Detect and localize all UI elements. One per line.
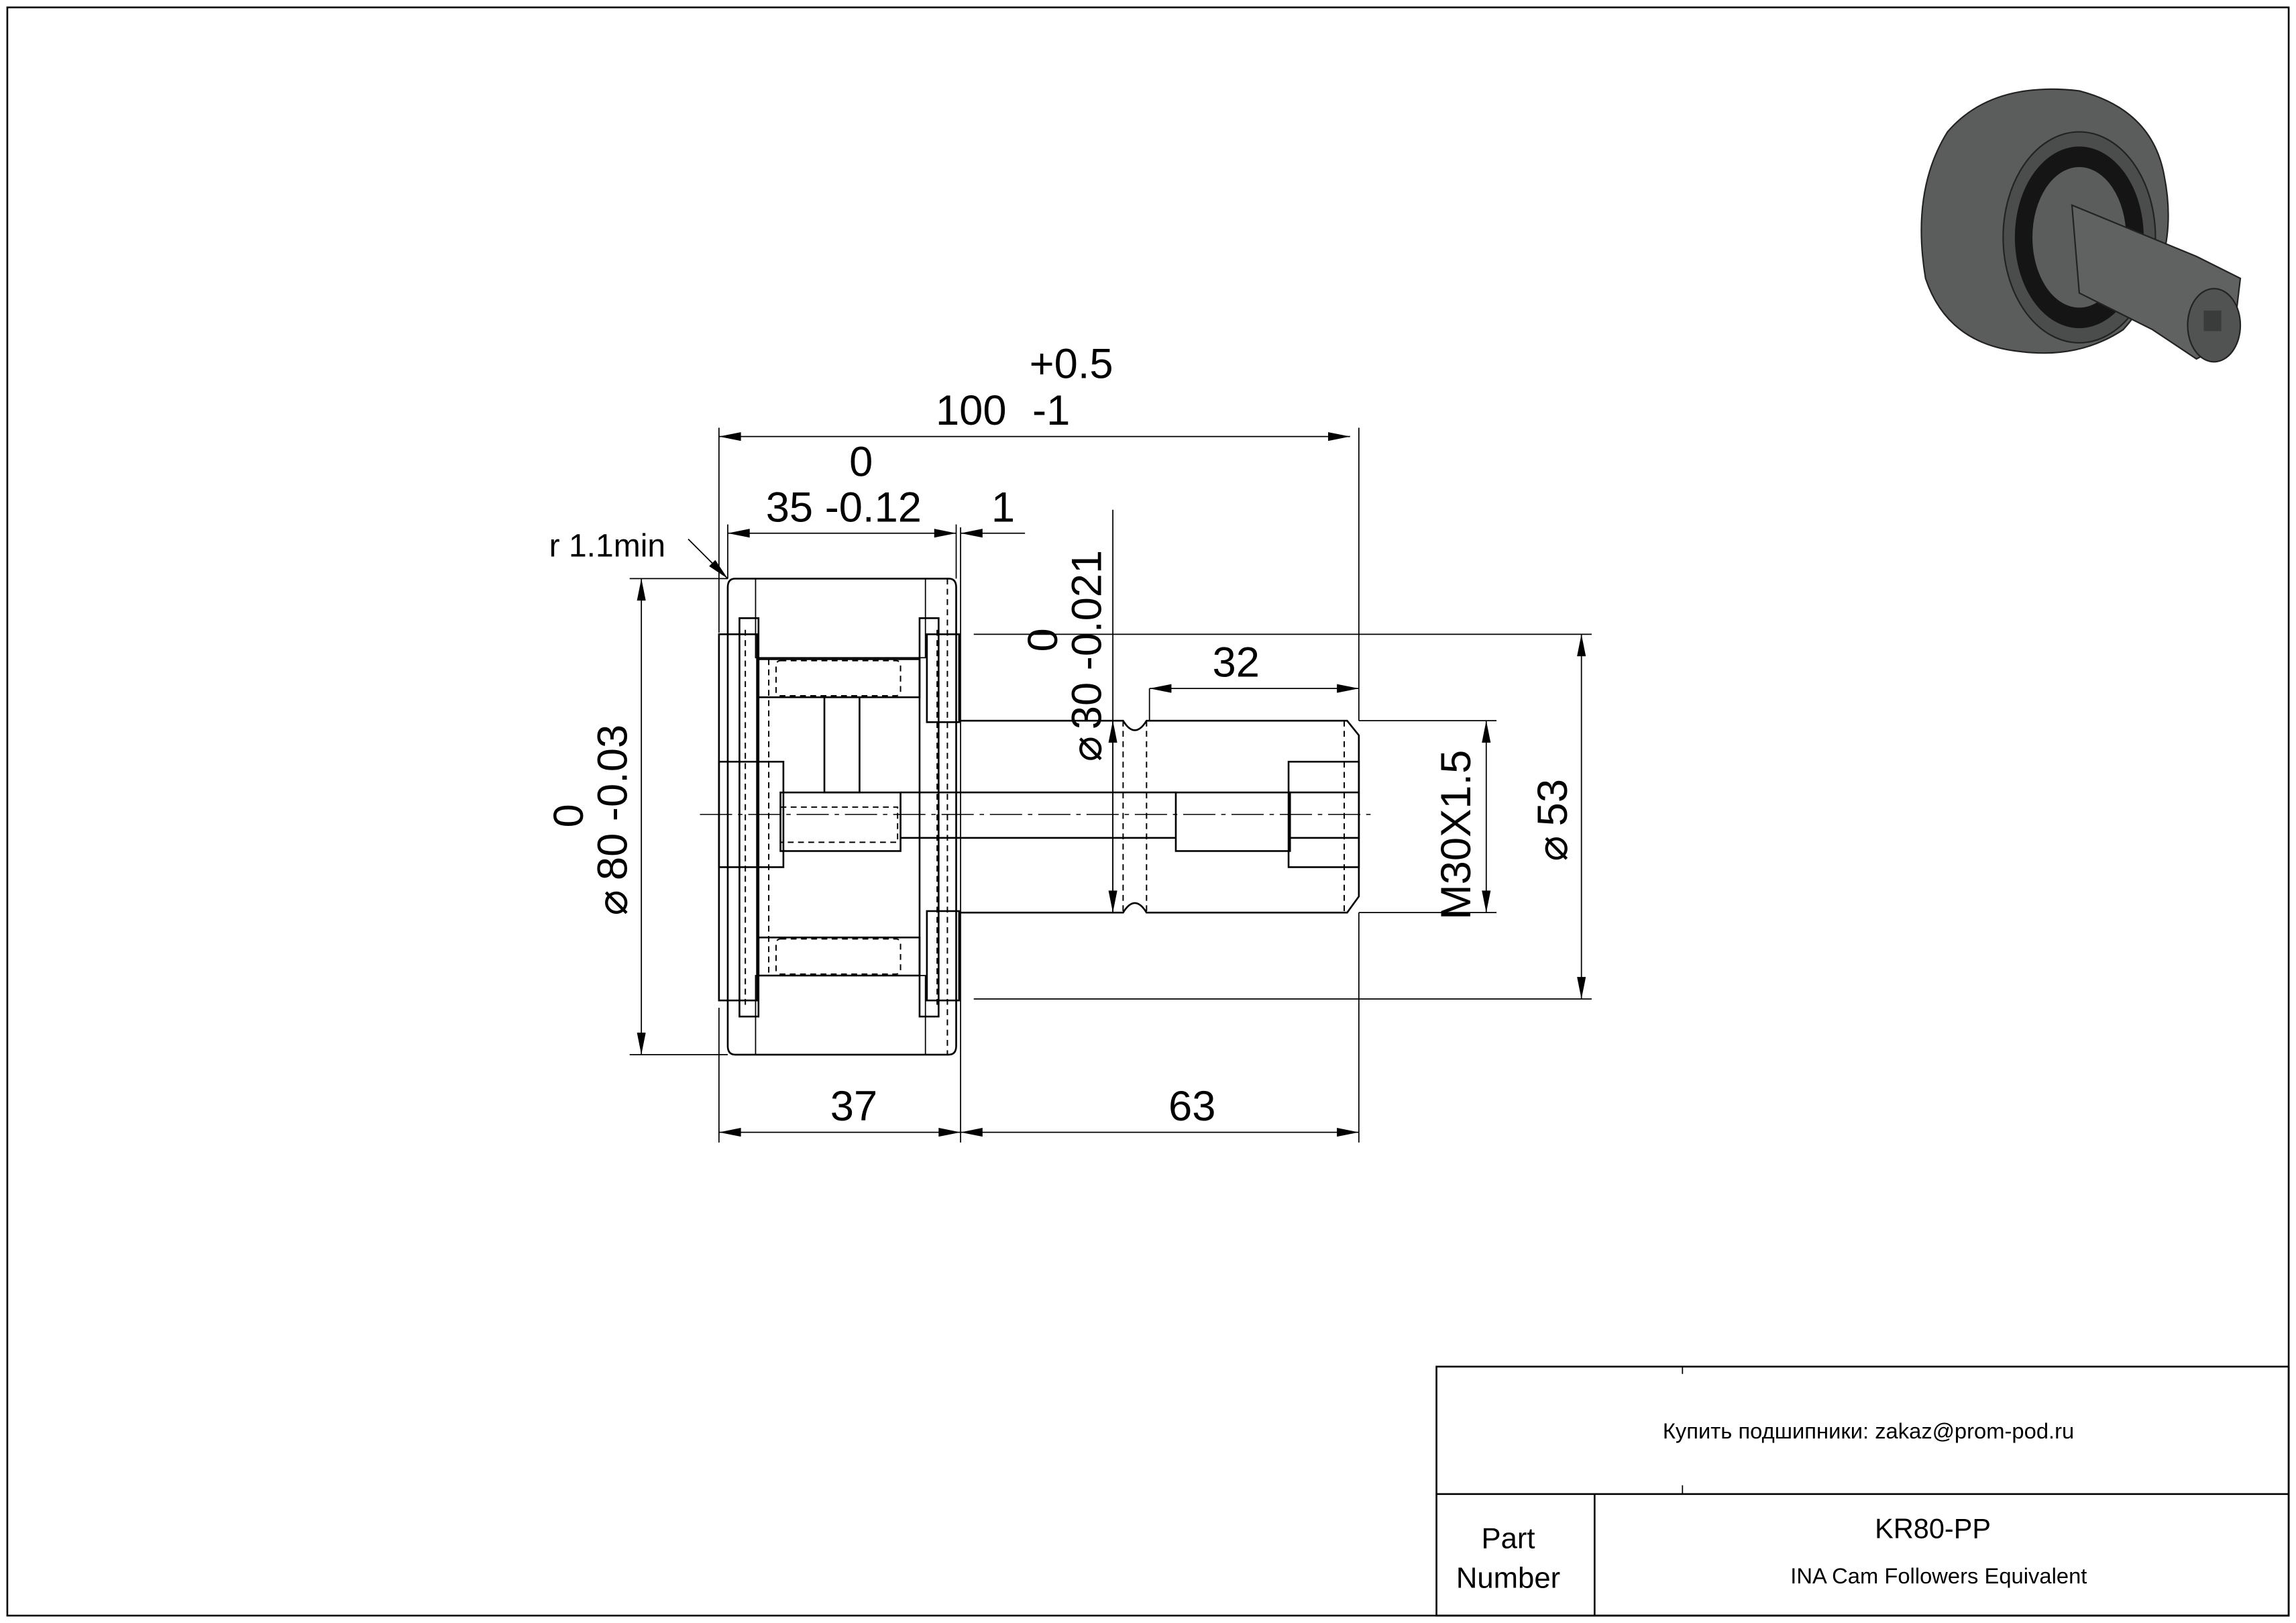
cam-follower-3d-view [1920,88,2242,363]
width-tol-upper: 0 [849,439,873,486]
sheet-border [6,6,2290,1617]
head-width: 37 [830,1083,877,1130]
outer-diameter-symbol: ⌀ [589,890,636,915]
overall-length-tol-lower: -1 [1032,387,1070,434]
part-number: KR80-PP [1875,1512,1991,1544]
flange-diameter-symbol: ⌀ [1529,836,1576,861]
overall-length-tol-upper: +0.5 [1030,340,1113,387]
stud-diameter-symbol: ⌀ [1064,736,1111,762]
outer-diameter: 80 -0.03 [589,725,636,880]
dimensions: +0.5 100 -1 0 35 -0.12 1 r 1.1min ⌀ 80 -… [545,340,1592,1143]
section-view [700,578,1377,1056]
contact-text: Купить подшипники: zakaz@prom-pod.ru [1663,1418,2074,1443]
radius-note: r 1.1min [549,529,665,564]
thread-length: 32 [1213,639,1260,686]
thread-spec: M30X1.5 [1433,750,1480,920]
stud-diameter: 30 -0.021 [1064,550,1111,729]
title-block: Купить подшипники: zakaz@prom-pod.ru Par… [1435,1365,2290,1617]
outer-diameter-tol-upper: 0 [545,804,592,827]
part-label-line2: Number [1456,1562,1560,1595]
stud-length: 63 [1168,1083,1215,1130]
width-outer-ring: 35 -0.12 [766,484,922,531]
flange-offset: 1 [991,484,1015,531]
stud-diameter-tol-upper: 0 [1020,628,1067,651]
overall-length: 100 [936,387,1007,434]
flange-diameter: 53 [1529,779,1576,826]
part-label-line1: Part [1481,1522,1535,1555]
part-description: INA Cam Followers Equivalent [1790,1563,2087,1588]
